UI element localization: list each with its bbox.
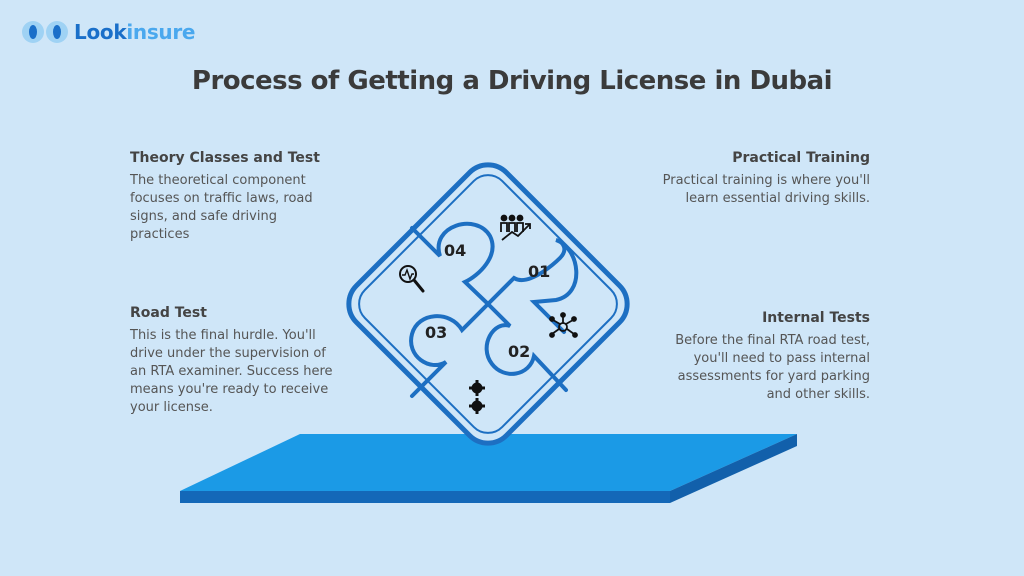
logo-text-bold: Look [74, 20, 127, 44]
step-04-text: The theoretical component focuses on tra… [130, 173, 313, 242]
step-02-text: Before the final RTA road test, you'll n… [675, 333, 870, 402]
logo-eyes-icon [22, 21, 68, 43]
page-title: Process of Getting a Driving License in … [191, 66, 833, 96]
step-number-01: 01 [528, 262, 550, 281]
platform-front-edge [180, 491, 670, 503]
step-03-text: This is the final hurdle. You'll drive u… [130, 328, 333, 415]
step-01-title: Practical Training [732, 150, 870, 166]
network-icon [549, 312, 578, 338]
step-01-block: Practical Training Practical training is… [660, 150, 870, 208]
step-03-title: Road Test [130, 305, 207, 321]
step-02-title: Internal Tests [762, 310, 870, 326]
puzzle-divider-b [486, 238, 579, 334]
puzzle-divider-a [410, 221, 495, 306]
step-number-04: 04 [444, 241, 466, 260]
logo-text-light: insure [126, 20, 196, 44]
step-02-block: Internal Tests Before the final RTA road… [650, 310, 870, 404]
logo-text: Lookinsure [74, 20, 196, 44]
magnifier-chart-icon [399, 265, 425, 293]
step-04-title: Theory Classes and Test [130, 150, 320, 166]
platform-side-edge [670, 434, 797, 503]
logo: Lookinsure [22, 20, 196, 44]
platform-top [180, 434, 797, 491]
step-number-03: 03 [425, 323, 447, 342]
puzzle-divider-c [484, 302, 568, 392]
step-04-block: Theory Classes and Test The theoretical … [130, 150, 340, 244]
step-number-02: 02 [508, 342, 530, 361]
step-03-block: Road Test This is the final hurdle. You'… [130, 305, 345, 417]
gears-icon [469, 380, 485, 414]
step-01-text: Practical training is where you'll learn… [662, 173, 870, 206]
puzzle-divider-d [409, 302, 490, 398]
people-growth-icon [500, 214, 531, 241]
